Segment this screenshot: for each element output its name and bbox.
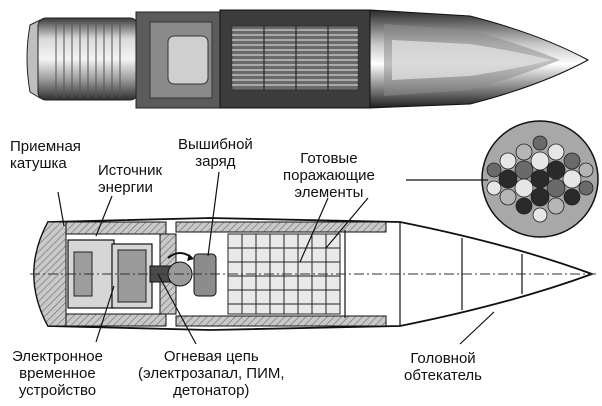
cutaway-photo xyxy=(26,9,590,109)
label-electronic-timer-line2: временное xyxy=(19,365,96,382)
label-power-source-line1: Источник xyxy=(98,162,163,179)
label-nose-fairing-line1: Головной xyxy=(410,350,476,367)
label-receiving-coil-line2: катушка xyxy=(10,155,67,172)
label-power-source: Источник энергии xyxy=(98,162,162,196)
label-fire-chain-line1: Огневая цепь xyxy=(163,348,259,365)
label-electronic-timer: Электронное временное устройство xyxy=(12,348,103,399)
label-nose-fairing-line2: обтекатель xyxy=(404,367,482,384)
label-electronic-timer-line1: Электронное xyxy=(12,348,103,365)
label-fragments-line2: поражающие xyxy=(283,167,375,184)
cross-section-view xyxy=(481,120,599,238)
label-ejection-charge: Вышибной заряд xyxy=(178,136,253,170)
label-fragments-line3: элементы xyxy=(294,184,364,201)
label-receiving-coil: Приемная катушка xyxy=(10,138,81,172)
label-power-source-line2: энергии xyxy=(98,179,153,196)
label-fire-chain: Огневая цепь (электрозапал, ПИМ, детонат… xyxy=(138,348,285,399)
leader-lines xyxy=(57,171,495,345)
label-electronic-timer-line3: устройство xyxy=(18,382,97,399)
label-fire-chain-line2: (электрозапал, ПИМ, xyxy=(138,365,285,382)
label-ejection-charge-line1: Вышибной xyxy=(178,136,253,153)
label-fire-chain-line3: детонатор) xyxy=(173,382,250,399)
section-drawing xyxy=(30,217,596,331)
label-ejection-charge-line2: заряд xyxy=(195,153,236,170)
thread-ridges xyxy=(55,20,121,98)
cross-section-fragments xyxy=(486,135,594,223)
label-fragments: Готовые поражающие элементы xyxy=(283,150,375,201)
label-nose-fairing: Головной обтекатель xyxy=(404,350,482,384)
label-fragments-line1: Готовые xyxy=(300,150,358,167)
cutaway-fragments xyxy=(231,25,359,91)
label-receiving-coil-line1: Приемная xyxy=(10,138,81,155)
